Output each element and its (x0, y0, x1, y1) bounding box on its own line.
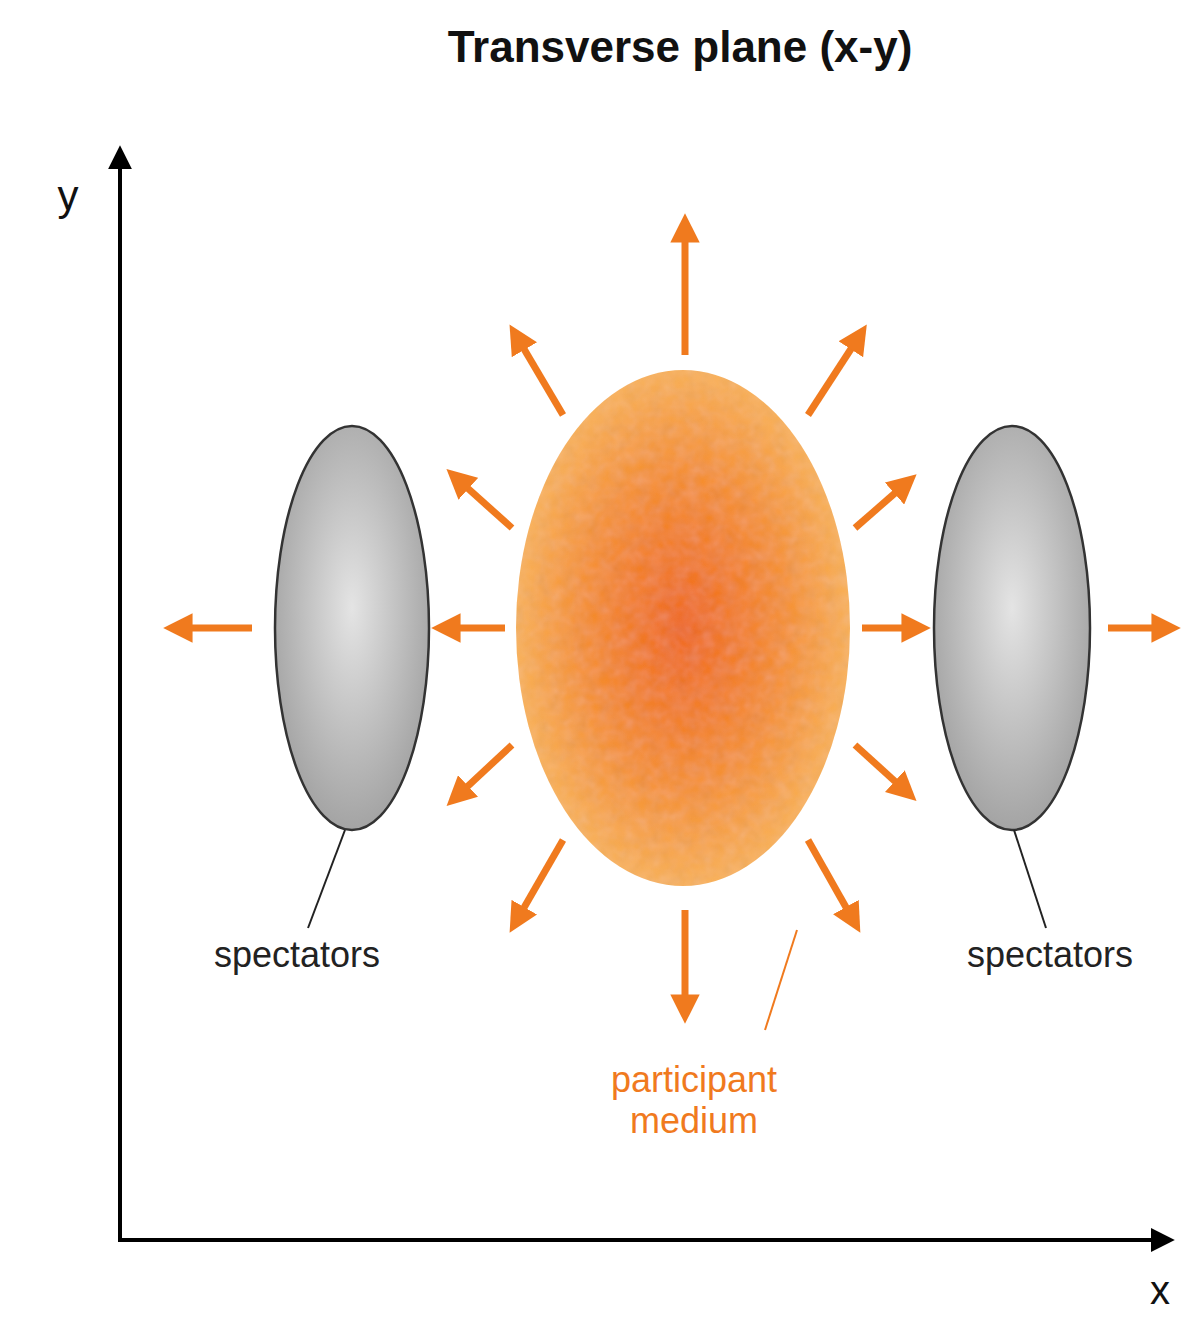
diagram-title: Transverse plane (x-y) (380, 22, 980, 72)
flow-arrow (453, 475, 512, 528)
leader-line (765, 930, 797, 1030)
x-axis (118, 1238, 1170, 1242)
spectator-ellipse (934, 426, 1090, 830)
flow-arrow (862, 625, 922, 632)
axis-label: x (1150, 1267, 1170, 1313)
spectator-ellipse (275, 426, 429, 830)
flow-arrow (1108, 625, 1172, 632)
flow-arrow (682, 222, 689, 355)
y-axis (118, 150, 122, 1240)
leader-line (1014, 830, 1046, 928)
part-label: spectators (967, 934, 1133, 975)
flow-arrow (855, 745, 910, 795)
flow-arrow (855, 480, 910, 528)
part-label: spectators (214, 934, 380, 975)
leader-line (308, 830, 345, 928)
flow-arrow (808, 840, 856, 925)
flow-arrow (514, 840, 563, 925)
axis-label: y (58, 172, 79, 220)
part-label: participant medium (574, 1059, 814, 1142)
participant-medium-ellipse (516, 370, 850, 886)
flow-arrows (172, 222, 1172, 1015)
flow-arrow (453, 745, 512, 800)
flow-arrow (682, 910, 689, 1015)
flow-arrow (172, 625, 252, 632)
flow-arrow (440, 625, 505, 632)
flow-arrow (808, 332, 862, 415)
flow-arrow (514, 332, 563, 415)
